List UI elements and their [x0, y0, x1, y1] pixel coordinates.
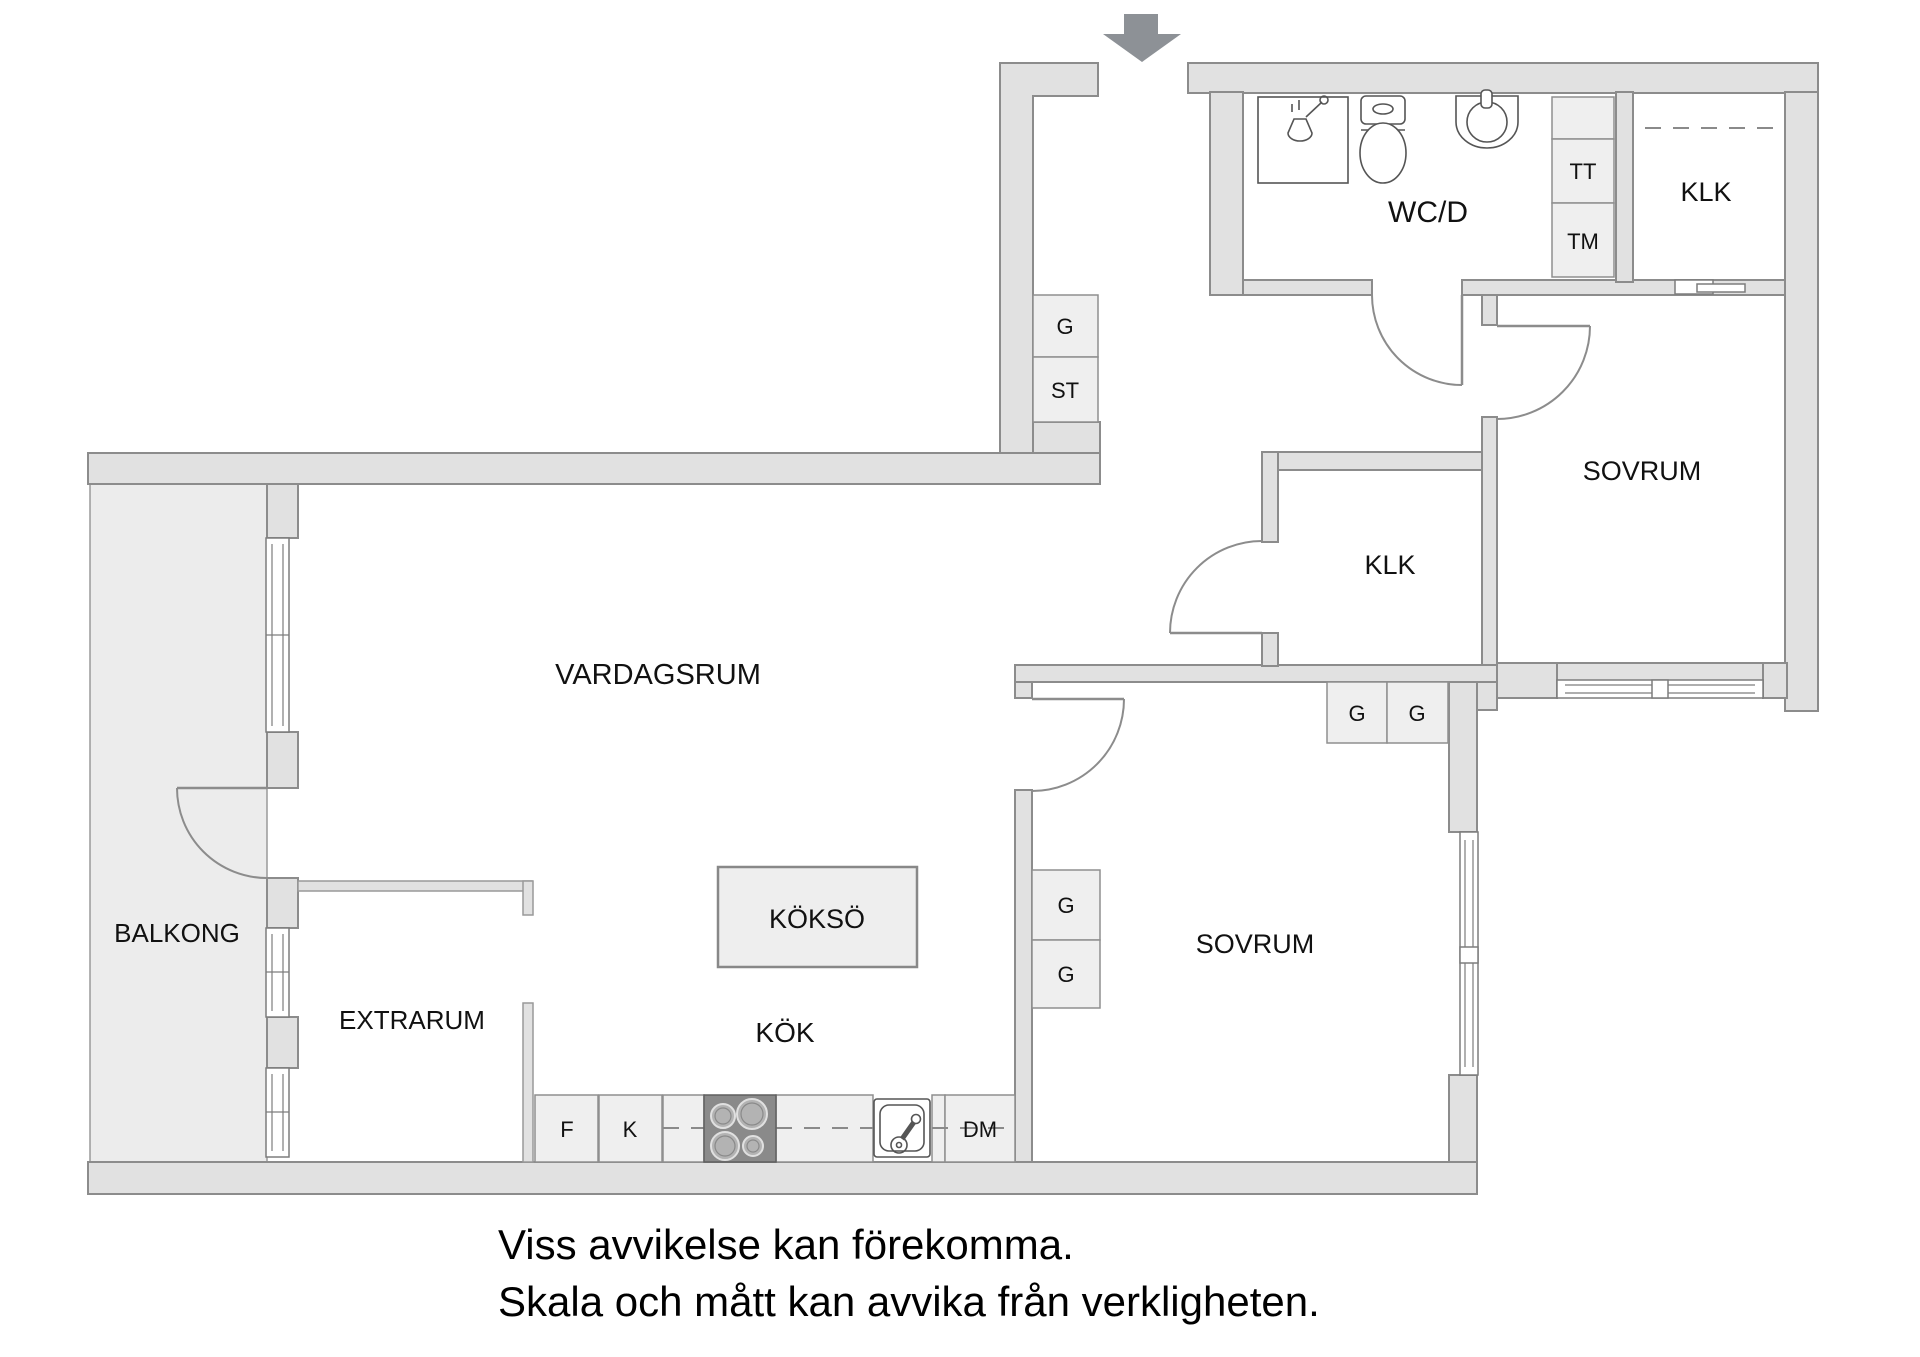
doors: [176, 294, 1591, 879]
wall-segment: [522, 1002, 534, 1163]
room-label-kok: KÖK: [755, 1017, 814, 1048]
wall-segment: [1556, 662, 1764, 682]
room-label-klk-middle: KLK: [1364, 550, 1415, 580]
kitchen-counter: [534, 1094, 1016, 1163]
wall-segment: [1496, 662, 1558, 699]
label-wardrobe: G: [1408, 701, 1425, 726]
closet-boxes: [1031, 96, 1615, 1009]
wall-segment: [1187, 62, 1819, 94]
vent-hatch-symbol: [1674, 279, 1746, 295]
washbasin-icon: [1455, 89, 1519, 149]
cleaning-closet-box: [1032, 356, 1099, 423]
label-fridge: F: [560, 1117, 573, 1142]
room-label-balkong: BALKONG: [114, 918, 240, 948]
door-swing-arc: [176, 786, 268, 879]
window-symbol: [265, 927, 290, 1018]
label-freezer: K: [623, 1117, 638, 1142]
dryer-box: [1551, 138, 1615, 204]
sink-icon: [873, 1098, 931, 1158]
wall-segment: [1209, 91, 1244, 296]
wall-segment: [297, 880, 533, 892]
disclaimer: Viss avvikelse kan förekomma. Skala och …: [498, 1221, 1320, 1325]
wall-segment: [266, 1016, 299, 1069]
label-dishwasher: DM: [963, 1117, 997, 1142]
bathroom-fixtures: [1257, 89, 1519, 184]
door-swing-arc: [1371, 294, 1464, 386]
label-washer: TM: [1567, 229, 1599, 254]
wall-segment: [1615, 91, 1634, 283]
fridge-cabinet: [534, 1094, 599, 1163]
wall-segment: [522, 880, 534, 916]
wall-segment: [1261, 632, 1279, 667]
label-cleaning-closet: ST: [1051, 378, 1079, 403]
door-swing-arc: [1031, 697, 1125, 792]
wall-segment: [1032, 421, 1101, 454]
wall-segment: [266, 877, 299, 929]
wall-segment: [1014, 681, 1033, 699]
label-wardrobe: G: [1057, 962, 1074, 987]
disclaimer-line-2: Skala och mått kan avvika från verklighe…: [498, 1278, 1320, 1325]
wall-segment: [87, 1161, 1478, 1195]
room-label-klk-top: KLK: [1680, 177, 1731, 207]
counter-cell: [775, 1094, 874, 1163]
balcony-area: [89, 483, 268, 1163]
room-label-extrarum: EXTRARUM: [339, 1005, 485, 1035]
room-label-sovrum-bottom: SOVRUM: [1196, 929, 1315, 959]
walls: [87, 62, 1819, 1195]
wall-segment: [266, 731, 299, 789]
kitchen-island: [716, 865, 919, 969]
label-wardrobe: G: [1056, 314, 1073, 339]
room-label-vardagsrum: VARDAGSRUM: [555, 659, 761, 691]
room-label-sovrum-top: SOVRUM: [1583, 456, 1702, 486]
window-symbol: [1459, 831, 1479, 1076]
wall-segment: [1762, 662, 1788, 699]
wall-segment: [1481, 416, 1498, 666]
toilet-icon: [1359, 95, 1407, 184]
window-symbol: [1556, 679, 1764, 699]
wall-segment: [1448, 681, 1478, 833]
wall-segment: [266, 483, 299, 539]
door-swing-arc: [1496, 324, 1591, 420]
wall-segment: [1784, 91, 1819, 712]
label-wardrobe: G: [1057, 893, 1074, 918]
wall-segment: [1014, 789, 1033, 1163]
wall-segment: [1476, 681, 1498, 711]
entrance-arrow-icon: [1103, 14, 1181, 62]
wall-segment: [1014, 664, 1498, 683]
label-dryer: TT: [1570, 159, 1597, 184]
wardrobe-box: [1386, 681, 1449, 744]
door-swing-arc: [1169, 540, 1263, 635]
balcony-floor: [89, 483, 268, 1163]
stove-icon: [703, 1094, 777, 1163]
wall-segment: [1261, 451, 1483, 471]
room-label-kokso: KÖKSÖ: [769, 904, 865, 934]
wall-segment: [1448, 1074, 1478, 1163]
disclaimer-line-1: Viss avvikelse kan förekomma.: [498, 1221, 1074, 1268]
windows: [265, 279, 1764, 1158]
shower-icon: [1257, 95, 1349, 184]
window-symbol: [265, 537, 290, 733]
utility-box: [1551, 96, 1615, 140]
fixture-labels: G ST TT TM G G G G F K DM: [560, 159, 1599, 1142]
room-label-wcd: WC/D: [1388, 196, 1468, 229]
window-symbol: [265, 1067, 290, 1158]
washer-box: [1551, 202, 1615, 278]
wall-segment: [87, 452, 1101, 485]
wall-segment: [1242, 279, 1373, 296]
freezer-cabinet: [598, 1094, 663, 1163]
room-labels: VARDAGSRUM BALKONG EXTRARUM KÖK KÖKSÖ SO…: [114, 177, 1731, 1048]
wall-segment: [1261, 451, 1279, 543]
label-wardrobe: G: [1348, 701, 1365, 726]
wall-segment: [1481, 294, 1498, 326]
wardrobe-box: [1031, 939, 1101, 1009]
